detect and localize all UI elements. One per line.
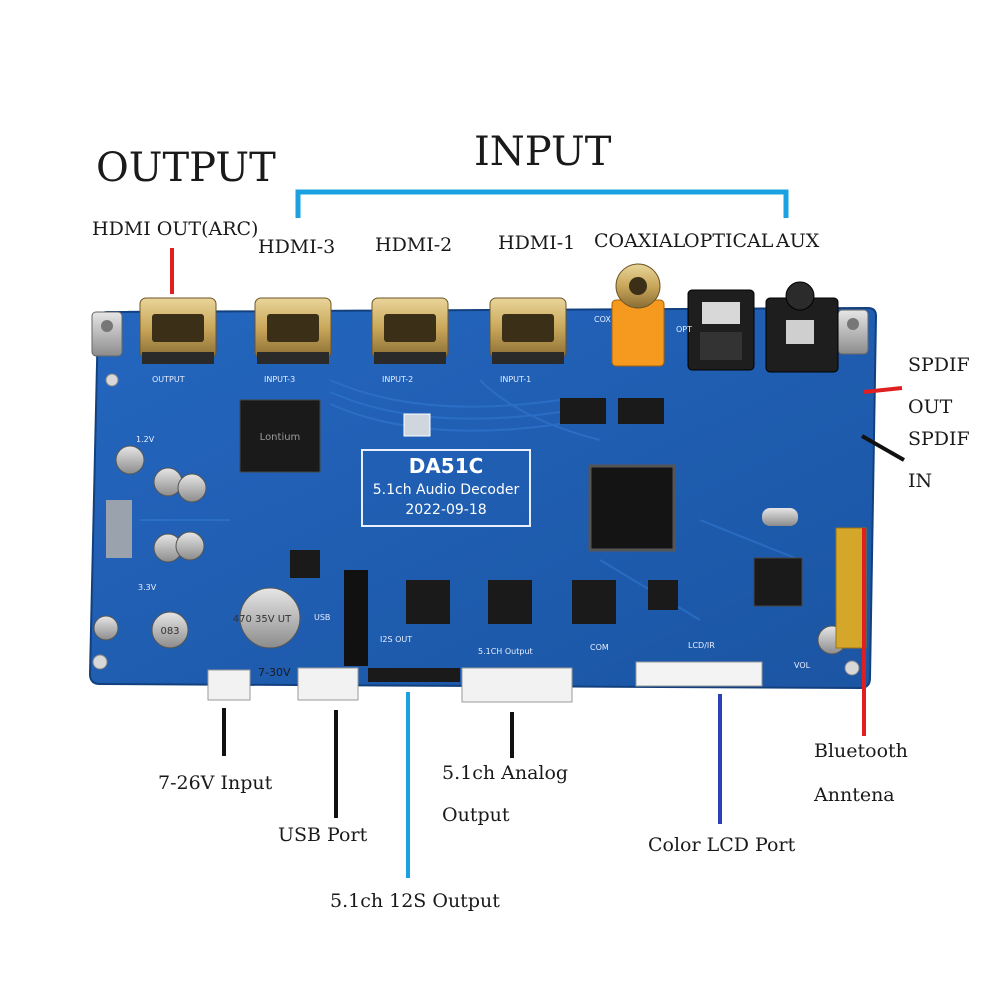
output-heading: OUTPUT xyxy=(96,145,276,191)
silk-voltage: 7-30V xyxy=(258,666,291,679)
label-lcd-port: Color LCD Port xyxy=(648,834,796,856)
hdmi-input3-connector xyxy=(254,297,332,364)
hdmi-input1-connector xyxy=(489,297,567,364)
board-date-text: 2022-09-18 xyxy=(405,502,486,518)
mcu-chip xyxy=(753,557,803,607)
label-spdif-in-2: IN xyxy=(908,470,933,492)
label-spdif-in-1: SPDIF xyxy=(908,428,970,450)
silk-opt: OPT xyxy=(676,325,692,334)
silk-33v: 3.3V xyxy=(138,583,157,592)
soic-chip-2 xyxy=(618,398,664,424)
silk-51ch-output: 5.1CH Output xyxy=(478,647,533,656)
silk-i2s-out: I2S OUT xyxy=(380,635,412,644)
label-i2s-output: 5.1ch 12S Output xyxy=(330,890,500,912)
board-model-text: DA51C xyxy=(409,454,484,478)
input-heading: INPUT xyxy=(474,129,612,175)
label-hdmi2: HDMI-2 xyxy=(375,234,453,256)
silk-cox: COX xyxy=(594,315,611,324)
dac-chip-1 xyxy=(406,580,450,624)
power-connector xyxy=(207,669,251,701)
label-power-input: 7-26V Input xyxy=(158,772,273,794)
silk-input3: INPUT-3 xyxy=(264,375,295,384)
input-bracket xyxy=(295,189,789,218)
chip-brand-text: Lontium xyxy=(260,432,301,443)
label-aux: AUX xyxy=(776,230,820,252)
label-usb-port: USB Port xyxy=(278,824,368,846)
dac-chip-3 xyxy=(572,580,616,624)
dsp-qfp-chip xyxy=(588,464,676,552)
label-coaxial: COAXIAL xyxy=(594,230,686,252)
label-optical: OPTICAL xyxy=(684,230,774,252)
usb-connector xyxy=(297,667,359,701)
label-hdmi-out: HDMI OUT(ARC) xyxy=(92,218,259,240)
silk-vol: VOL xyxy=(794,661,811,670)
silk-usb: USB xyxy=(314,613,330,622)
silk-com: COM xyxy=(590,643,609,652)
lcd-ffc-connector xyxy=(635,661,763,687)
mounting-holes xyxy=(92,373,860,676)
board-label-box: DA51C 5.1ch Audio Decoder 2022-09-18 xyxy=(361,449,531,527)
label-hdmi3: HDMI-3 xyxy=(258,236,336,258)
silk-12v: 1.2V xyxy=(136,435,155,444)
coaxial-rca-connector xyxy=(611,263,665,367)
silk-lcd-ir: LCD/IR xyxy=(688,641,715,650)
analog-output-connector xyxy=(461,667,573,703)
regulator-block xyxy=(106,500,132,558)
soic-chip-1 xyxy=(560,398,606,424)
crystal xyxy=(762,508,798,526)
board-description-text: 5.1ch Audio Decoder xyxy=(373,482,520,498)
leader-spdif-out xyxy=(863,386,903,394)
label-bluetooth-1: Bluetooth xyxy=(814,740,908,762)
label-analog-output-1: 5.1ch Analog xyxy=(442,762,569,784)
small-chip-top xyxy=(403,413,431,437)
hdmi-output-connector xyxy=(139,297,217,364)
silk-output: OUTPUT xyxy=(152,375,185,384)
silk-input1: INPUT-1 xyxy=(500,375,531,384)
optical-connector xyxy=(687,289,755,371)
label-spdif-out-1: SPDIF xyxy=(908,354,970,376)
leader-spdif-in xyxy=(861,434,905,462)
i2s-pin-header xyxy=(344,570,368,666)
usb-chip xyxy=(290,550,320,578)
cap-big-text: 470 35V UT xyxy=(233,614,292,625)
dac-chip-2 xyxy=(488,580,532,624)
label-spdif-out-2: OUT xyxy=(908,396,953,418)
aux-jack-connector xyxy=(765,281,839,373)
mount-bracket-left xyxy=(91,311,123,357)
pcb-traces xyxy=(140,379,801,621)
i2s-output-pins xyxy=(368,668,460,682)
hdmi-input2-connector xyxy=(371,297,449,364)
cap-083-text: 083 xyxy=(160,626,179,637)
hdmi-switch-chip: Lontium xyxy=(239,399,321,473)
label-hdmi1: HDMI-1 xyxy=(498,232,576,254)
label-bluetooth-2: Anntena xyxy=(814,784,895,806)
small-chip-mid xyxy=(648,580,678,610)
silk-input2: INPUT-2 xyxy=(382,375,413,384)
label-analog-output-2: Output xyxy=(442,804,510,826)
